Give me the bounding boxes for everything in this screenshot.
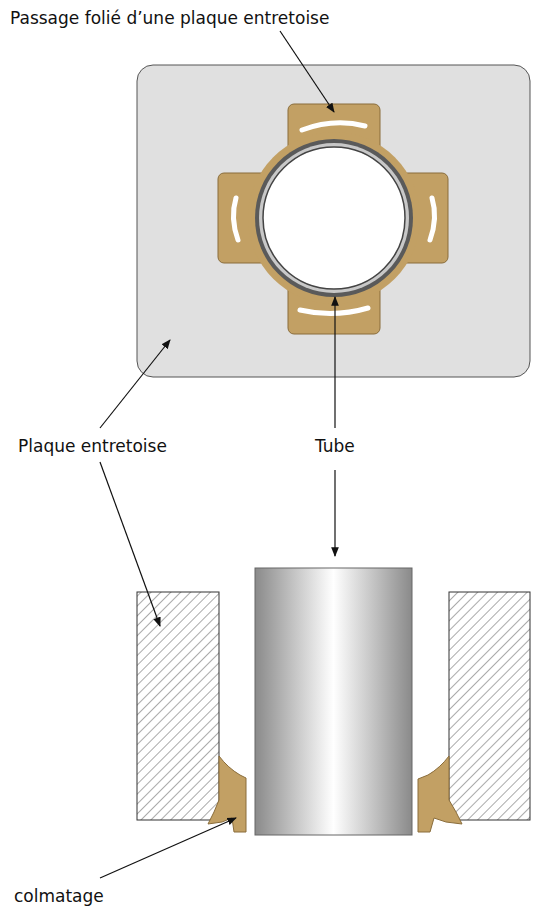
tube-bore <box>263 147 405 289</box>
tube-section <box>255 568 412 835</box>
passage-label: Passage folié d’une plaque entretoise <box>10 8 329 28</box>
plate-section-left <box>137 592 219 820</box>
clogging-label: colmatage <box>14 886 104 906</box>
tube-label: Tube <box>315 436 355 456</box>
tube-wall <box>255 139 413 297</box>
deposit-streaks <box>233 123 434 314</box>
foiled-passage <box>218 104 448 334</box>
plate-label: Plaque entretoise <box>18 436 167 456</box>
plate-section-right <box>449 592 530 820</box>
